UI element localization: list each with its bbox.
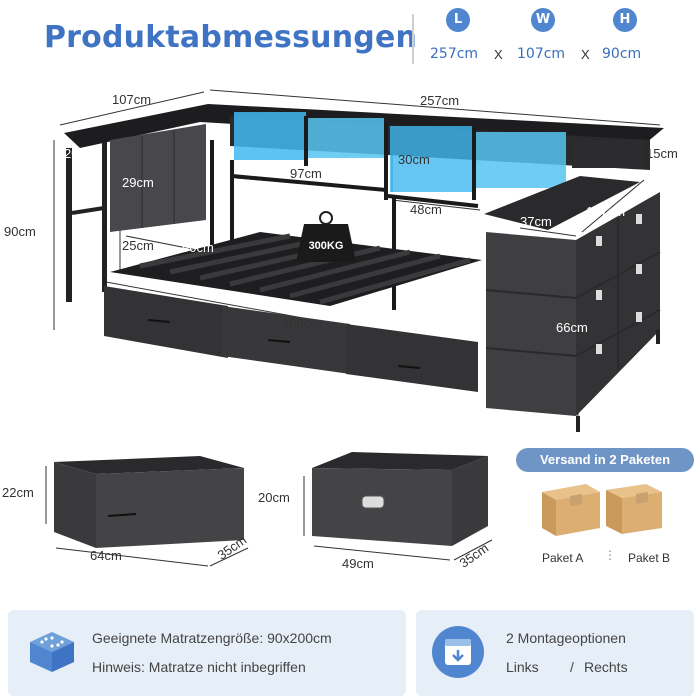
label-top-length: 257cm [420,93,460,108]
open-cubby [572,140,644,168]
led-cubby-2 [308,118,384,158]
drawer1-height: 22cm [2,485,34,500]
bed-illustration: 300KG [53,89,664,432]
width-value: 107cm [517,46,566,62]
mattress-icon [30,632,74,672]
headboard-panel [110,124,206,232]
assembly-icon [432,626,484,678]
dresser-top [484,176,640,230]
bed-slats [139,233,471,305]
length-letter-badge: L [446,8,470,32]
header-divider [412,14,414,64]
shipping-badge: Versand in 2 Paketen [516,448,694,472]
package-a-label: Paket A [542,551,584,565]
assembly-options-text: 2 Montageoptionen [506,630,626,646]
underbed-drawer-2 [222,306,350,374]
label-side-depth: 15cm [646,146,678,161]
label-height: 90cm [4,224,36,239]
label-cubby-width: 48cm [410,202,442,217]
drawer-1-illustration [54,456,244,548]
weight-label: 300KG [309,240,344,252]
drawer2-height: 20cm [258,490,290,505]
times-sign-1: X [494,47,503,62]
underbed-drawer-3 [346,324,478,392]
label-top-depth: 107cm [112,92,152,107]
assembly-option-divider: / [570,659,574,675]
label-cubby-height: 30cm [398,152,430,167]
box-icon-b [606,484,662,534]
drawer-illustrations [45,452,493,567]
led-cubby-1 [234,112,306,160]
led-cubby-3 [390,126,472,192]
drawer-2-illustration [312,452,488,546]
left-post-front [66,148,72,302]
dresser-front [486,232,576,416]
package-divider-dots: ⋮ [604,548,616,562]
led-cubby-4 [476,132,566,188]
label-bed-width: 90cm [182,240,214,255]
left-post-back [102,142,107,292]
times-sign-2: X [581,47,590,62]
drawer2-width: 49cm [342,556,374,571]
assembly-option-right: Rechts [584,659,628,675]
package-boxes [542,484,662,536]
weight-icon: 300KG [296,211,356,262]
mattress-info-panel [8,610,406,696]
height-letter-badge: H [613,8,637,32]
length-value: 257cm [430,46,479,62]
label-dresser-height: 66cm [556,320,588,335]
mattress-size-text: Geeignete Matratzengröße: 90x200cm [92,630,332,646]
width-letter-badge: W [531,8,555,32]
label-headboard-height: 29cm [122,175,154,190]
package-b-label: Paket B [628,551,671,565]
label-shelf-depth: 20cm [64,146,96,161]
label-bed-length: 200cm [282,316,322,331]
label-shelf-width: 97cm [290,166,322,181]
label-under-height: 25cm [122,238,154,253]
box-icon-a [542,484,600,536]
label-dresser-depth: 107cm [586,204,626,219]
page-title: Produktabmessungen [44,20,418,55]
label-top-shelf: 37cm [520,214,552,229]
assembly-option-left: Links [506,659,539,675]
mattress-note-text: Hinweis: Matratze nicht inbegriffen [92,659,306,675]
drawer1-width: 64cm [90,548,122,563]
height-value: 90cm [602,46,642,62]
